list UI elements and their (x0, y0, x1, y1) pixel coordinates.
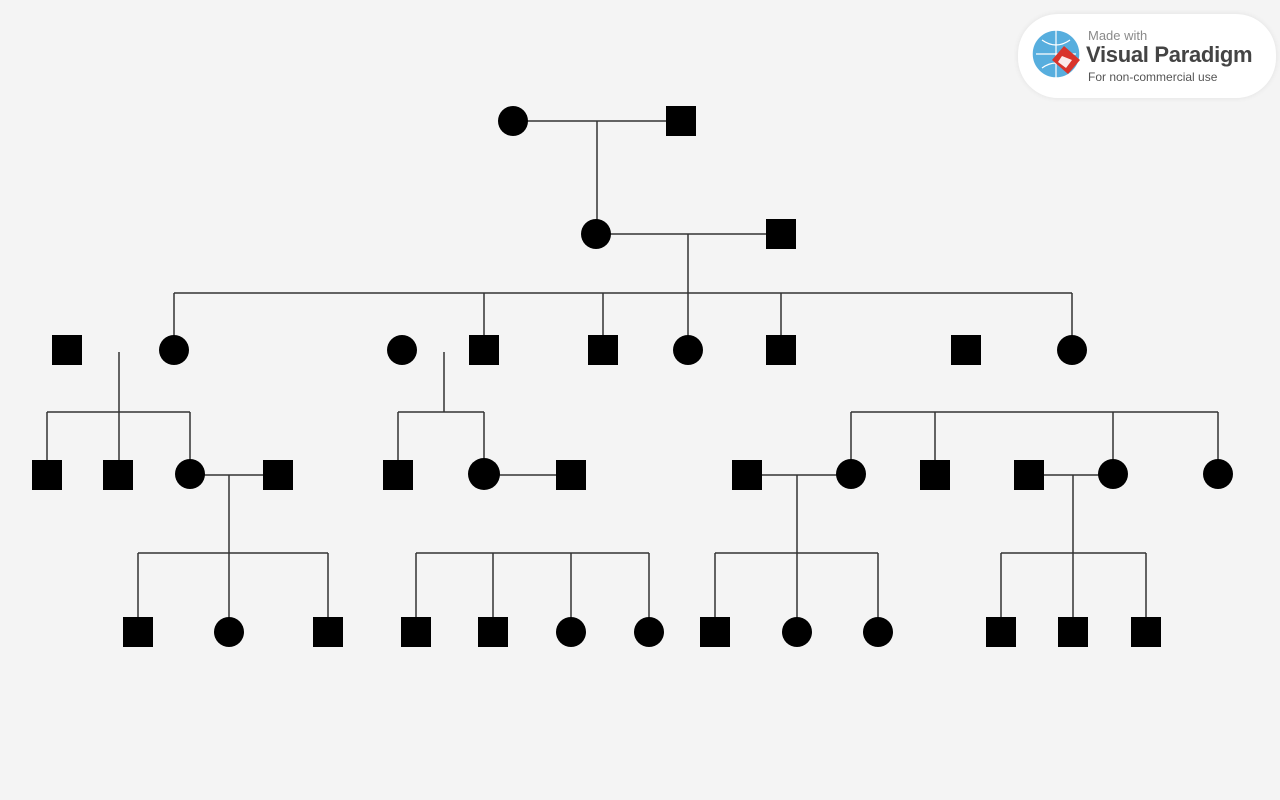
female-symbol (498, 106, 528, 136)
male-symbol (766, 219, 796, 249)
female-symbol (468, 458, 500, 490)
female-symbol (782, 617, 812, 647)
male-symbol (469, 335, 499, 365)
male-symbol (666, 106, 696, 136)
male-symbol (1131, 617, 1161, 647)
male-symbol (920, 460, 950, 490)
visual-paradigm-logo-icon (1031, 29, 1081, 79)
male-symbol (951, 335, 981, 365)
female-symbol (1057, 335, 1087, 365)
male-symbol (52, 335, 82, 365)
badge-brand-text: Visual Paradigm (1086, 42, 1253, 67)
female-symbol (159, 335, 189, 365)
male-symbol (1014, 460, 1044, 490)
female-symbol (836, 459, 866, 489)
male-symbol (263, 460, 293, 490)
female-symbol (556, 617, 586, 647)
female-symbol (863, 617, 893, 647)
male-symbol (478, 617, 508, 647)
male-symbol (32, 460, 62, 490)
male-symbol (401, 617, 431, 647)
badge-note-text: For non-commercial use (1088, 70, 1218, 84)
male-symbol (732, 460, 762, 490)
male-symbol (700, 617, 730, 647)
male-symbol (383, 460, 413, 490)
male-symbol (103, 460, 133, 490)
male-symbol (123, 617, 153, 647)
female-symbol (1203, 459, 1233, 489)
female-symbol (634, 617, 664, 647)
female-symbol (673, 335, 703, 365)
female-symbol (1098, 459, 1128, 489)
male-symbol (556, 460, 586, 490)
male-symbol (588, 335, 618, 365)
female-symbol (214, 617, 244, 647)
badge-made-with-text: Made with (1088, 28, 1148, 43)
female-symbol (581, 219, 611, 249)
male-symbol (766, 335, 796, 365)
pedigree-lines (46, 120, 1219, 632)
female-symbol (387, 335, 417, 365)
female-symbol (175, 459, 205, 489)
watermark-badge[interactable]: Made with Visual Paradigm For non-commer… (1018, 14, 1276, 98)
male-symbol (313, 617, 343, 647)
male-symbol (986, 617, 1016, 647)
male-symbol (1058, 617, 1088, 647)
pedigree-individuals (32, 106, 1233, 647)
